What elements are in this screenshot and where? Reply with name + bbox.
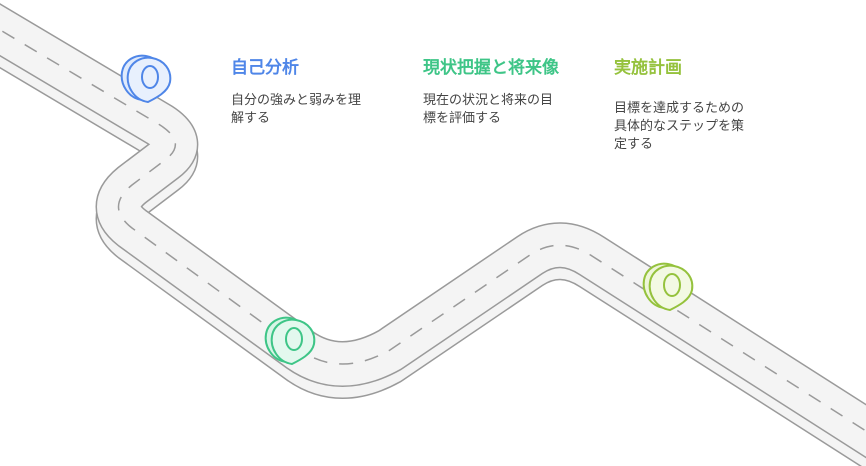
step-title: 自己分析: [231, 58, 299, 78]
map-pin-icon: [642, 262, 694, 311]
map-pin-icon: [264, 316, 316, 365]
map-pin-icon: [120, 54, 172, 103]
step-title: 実施計画: [614, 58, 682, 78]
step-description: 自分の強みと弱みを理解する: [231, 93, 362, 126]
step-implementation-plan: 実施計画 目標を達成するための具体的なステップを策定する: [614, 56, 764, 154]
step-title: 現状把握と将来像: [423, 58, 559, 78]
step-description: 目標を達成するための具体的なステップを策定する: [614, 101, 745, 152]
step-self-analysis: 自己分析 自分の強みと弱みを理解する: [231, 56, 381, 128]
step-description: 現在の状況と将来の目標を評価する: [423, 93, 554, 126]
step-current-future: 現状把握と将来像 現在の状況と将来の目標を評価する: [423, 56, 573, 128]
